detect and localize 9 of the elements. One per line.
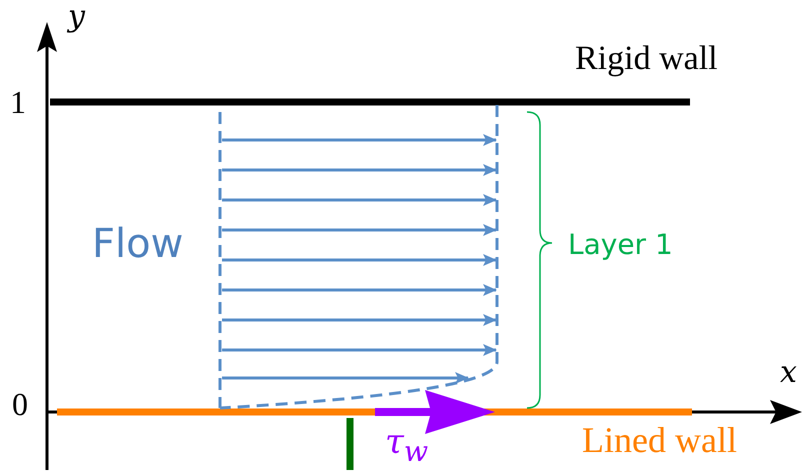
layer-label: Layer 1 <box>568 231 673 259</box>
axis-label: x <box>780 358 797 388</box>
tick-label: 1 <box>10 86 26 118</box>
shear-stress-label: τ$_{w}$ <box>385 425 428 466</box>
wall-label: Rigid wall <box>575 42 718 76</box>
tick-label: 0 <box>12 388 28 420</box>
flow-label: Flow <box>92 224 184 264</box>
wall-label: Lined wall <box>582 422 737 458</box>
axis-label: y <box>68 2 85 32</box>
